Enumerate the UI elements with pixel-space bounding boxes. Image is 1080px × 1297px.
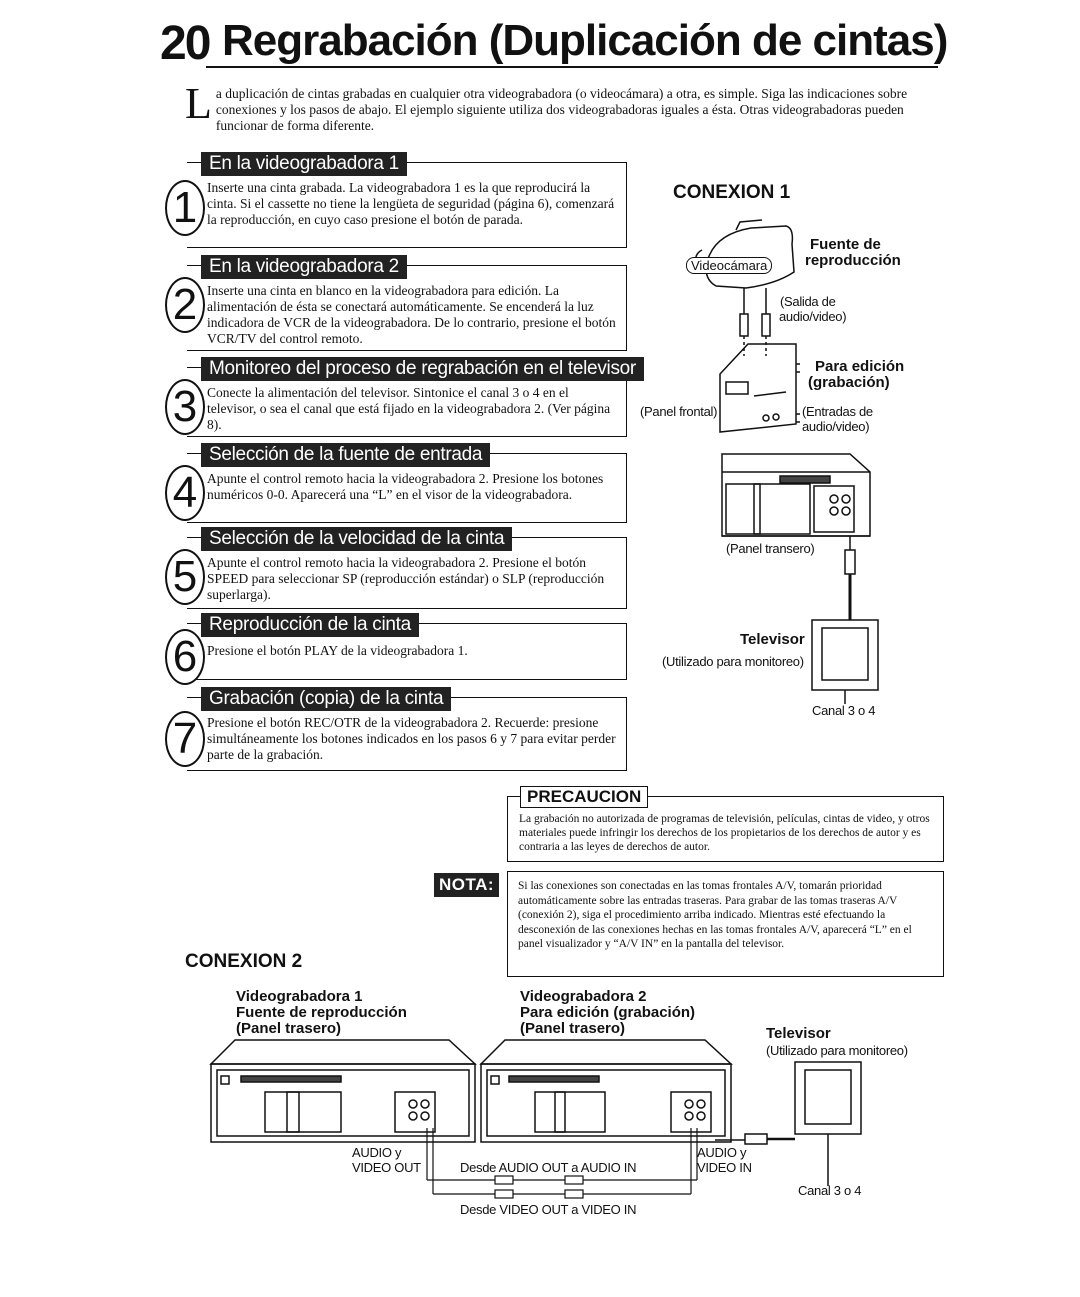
step-number: 2 (165, 277, 205, 333)
camcorder-label: Videocámara (686, 257, 773, 274)
camcorder-icon (694, 219, 795, 289)
vcr-front-icon (719, 343, 800, 433)
caution-box (507, 796, 944, 862)
step-title: Grabación (copia) de la cinta (201, 687, 452, 711)
step-text: Presione el botón PLAY de la videograbad… (207, 643, 468, 658)
step-text: Apunte el control remoto hacia la videog… (207, 471, 604, 502)
intro-text: a duplicación de cintas grabadas en cual… (215, 86, 908, 133)
title-underline (206, 66, 938, 68)
step-3: Monitoreo del proceso de regrabación en … (165, 357, 644, 437)
step-box (187, 162, 627, 248)
step-text: Apunte el control remoto hacia la videog… (207, 555, 605, 602)
step-title: Reproducción de la cinta (201, 613, 419, 637)
step-1: En la videograbadora 1 1 Inserte una cin… (165, 152, 627, 248)
tv-note: (Utilizado para monitoreo) (662, 654, 804, 669)
vcr2-label-3: (Panel trasero) (520, 1020, 626, 1037)
note-text: Si las conexiones son conectadas en las … (518, 880, 912, 950)
vcr-rear-icon (721, 453, 871, 537)
step-7: Grabación (copia) de la cinta 7 Presione… (165, 687, 627, 771)
page-number: 20 (160, 17, 211, 70)
front-panel-label: (Panel frontal) (640, 404, 718, 419)
step-number: 4 (165, 465, 205, 521)
intro-dropcap: L (185, 79, 212, 128)
av-out-label-1: (Salida de (780, 294, 836, 309)
step-title: En la videograbadora 1 (201, 152, 407, 176)
channel2-label: Canal 3 o 4 (798, 1183, 862, 1198)
in-label-1: AUDIO y (697, 1145, 747, 1160)
tv2-label: Televisor (766, 1025, 831, 1042)
page-title: Regrabación (Duplicación de cintas) (222, 16, 948, 65)
step-number: 7 (165, 711, 205, 767)
conexion1-title: CONEXION 1 (673, 182, 791, 203)
vcr2-rear-icon (479, 1039, 733, 1143)
edit-label-1: Para edición (815, 358, 905, 375)
av-in-label-1: (Entradas de (802, 404, 873, 419)
out-label-1: AUDIO y (352, 1145, 402, 1160)
vcr2-label-2: Para edición (grabación) (520, 1004, 696, 1021)
video-link-label: Desde VIDEO OUT a VIDEO IN (460, 1202, 637, 1217)
vcr1-label-1: Videograbadora 1 (236, 988, 363, 1005)
conexion1-diagram (694, 219, 879, 704)
step-box (187, 265, 627, 351)
step-text: Conecte la alimentación del televisor. S… (207, 385, 611, 432)
out-label-2: VIDEO OUT (352, 1160, 421, 1175)
step-title: Selección de la velocidad de la cinta (201, 527, 513, 551)
vcr1-label-3: (Panel trasero) (236, 1020, 342, 1037)
step-6: Reproducción de la cinta 6 Presione el b… (165, 613, 627, 685)
channel-label: Canal 3 o 4 (812, 703, 876, 718)
av-out-label-2: audio/video) (779, 309, 847, 324)
step-5: Selección de la velocidad de la cinta 5 … (165, 527, 627, 609)
edit-label-2: (grabación) (808, 374, 890, 391)
conexion2-diagram (209, 1039, 862, 1199)
step-title: En la videograbadora 2 (201, 255, 407, 279)
in-label-2: VIDEO IN (697, 1160, 752, 1175)
audio-link-label: Desde AUDIO OUT a AUDIO IN (460, 1160, 637, 1175)
caution-title: PRECAUCION (520, 786, 649, 808)
note-box (507, 871, 944, 977)
caution-text: La grabación no autorizada de programas … (519, 813, 930, 853)
source-label-2: reproducción (805, 252, 901, 269)
tv-label: Televisor (740, 631, 805, 648)
note-label: NOTA: (434, 873, 500, 897)
step-number: 3 (165, 379, 205, 435)
vcr2-label-1: Videograbadora 2 (520, 988, 647, 1005)
step-title: Selección de la fuente de entrada (201, 443, 491, 467)
tv-icon (811, 619, 879, 704)
step-number: 1 (165, 180, 205, 236)
step-text: Presione el botón REC/OTR de la videogra… (207, 715, 616, 762)
step-number: 5 (165, 549, 205, 605)
vcr1-rear-icon (209, 1039, 477, 1143)
step-number: 6 (165, 629, 205, 685)
step-text: Inserte una cinta grabada. La videograba… (207, 180, 615, 227)
step-2: En la videograbadora 2 2 Inserte una cin… (165, 255, 627, 351)
conexion2-title: CONEXION 2 (185, 951, 303, 972)
av-in-label-2: audio/video) (802, 419, 870, 434)
step-text: Inserte una cinta en blanco en la videog… (207, 283, 616, 346)
rear-panel-label: (Panel transero) (726, 541, 815, 556)
step-title: Monitoreo del proceso de regrabación en … (201, 357, 644, 381)
tv2-icon (794, 1061, 862, 1186)
source-label-1: Fuente de (810, 236, 881, 253)
vcr1-label-2: Fuente de reproducción (236, 1004, 407, 1021)
tv2-note: (Utilizado para monitoreo) (766, 1043, 908, 1058)
step-4: Selección de la fuente de entrada 4 Apun… (165, 443, 627, 523)
